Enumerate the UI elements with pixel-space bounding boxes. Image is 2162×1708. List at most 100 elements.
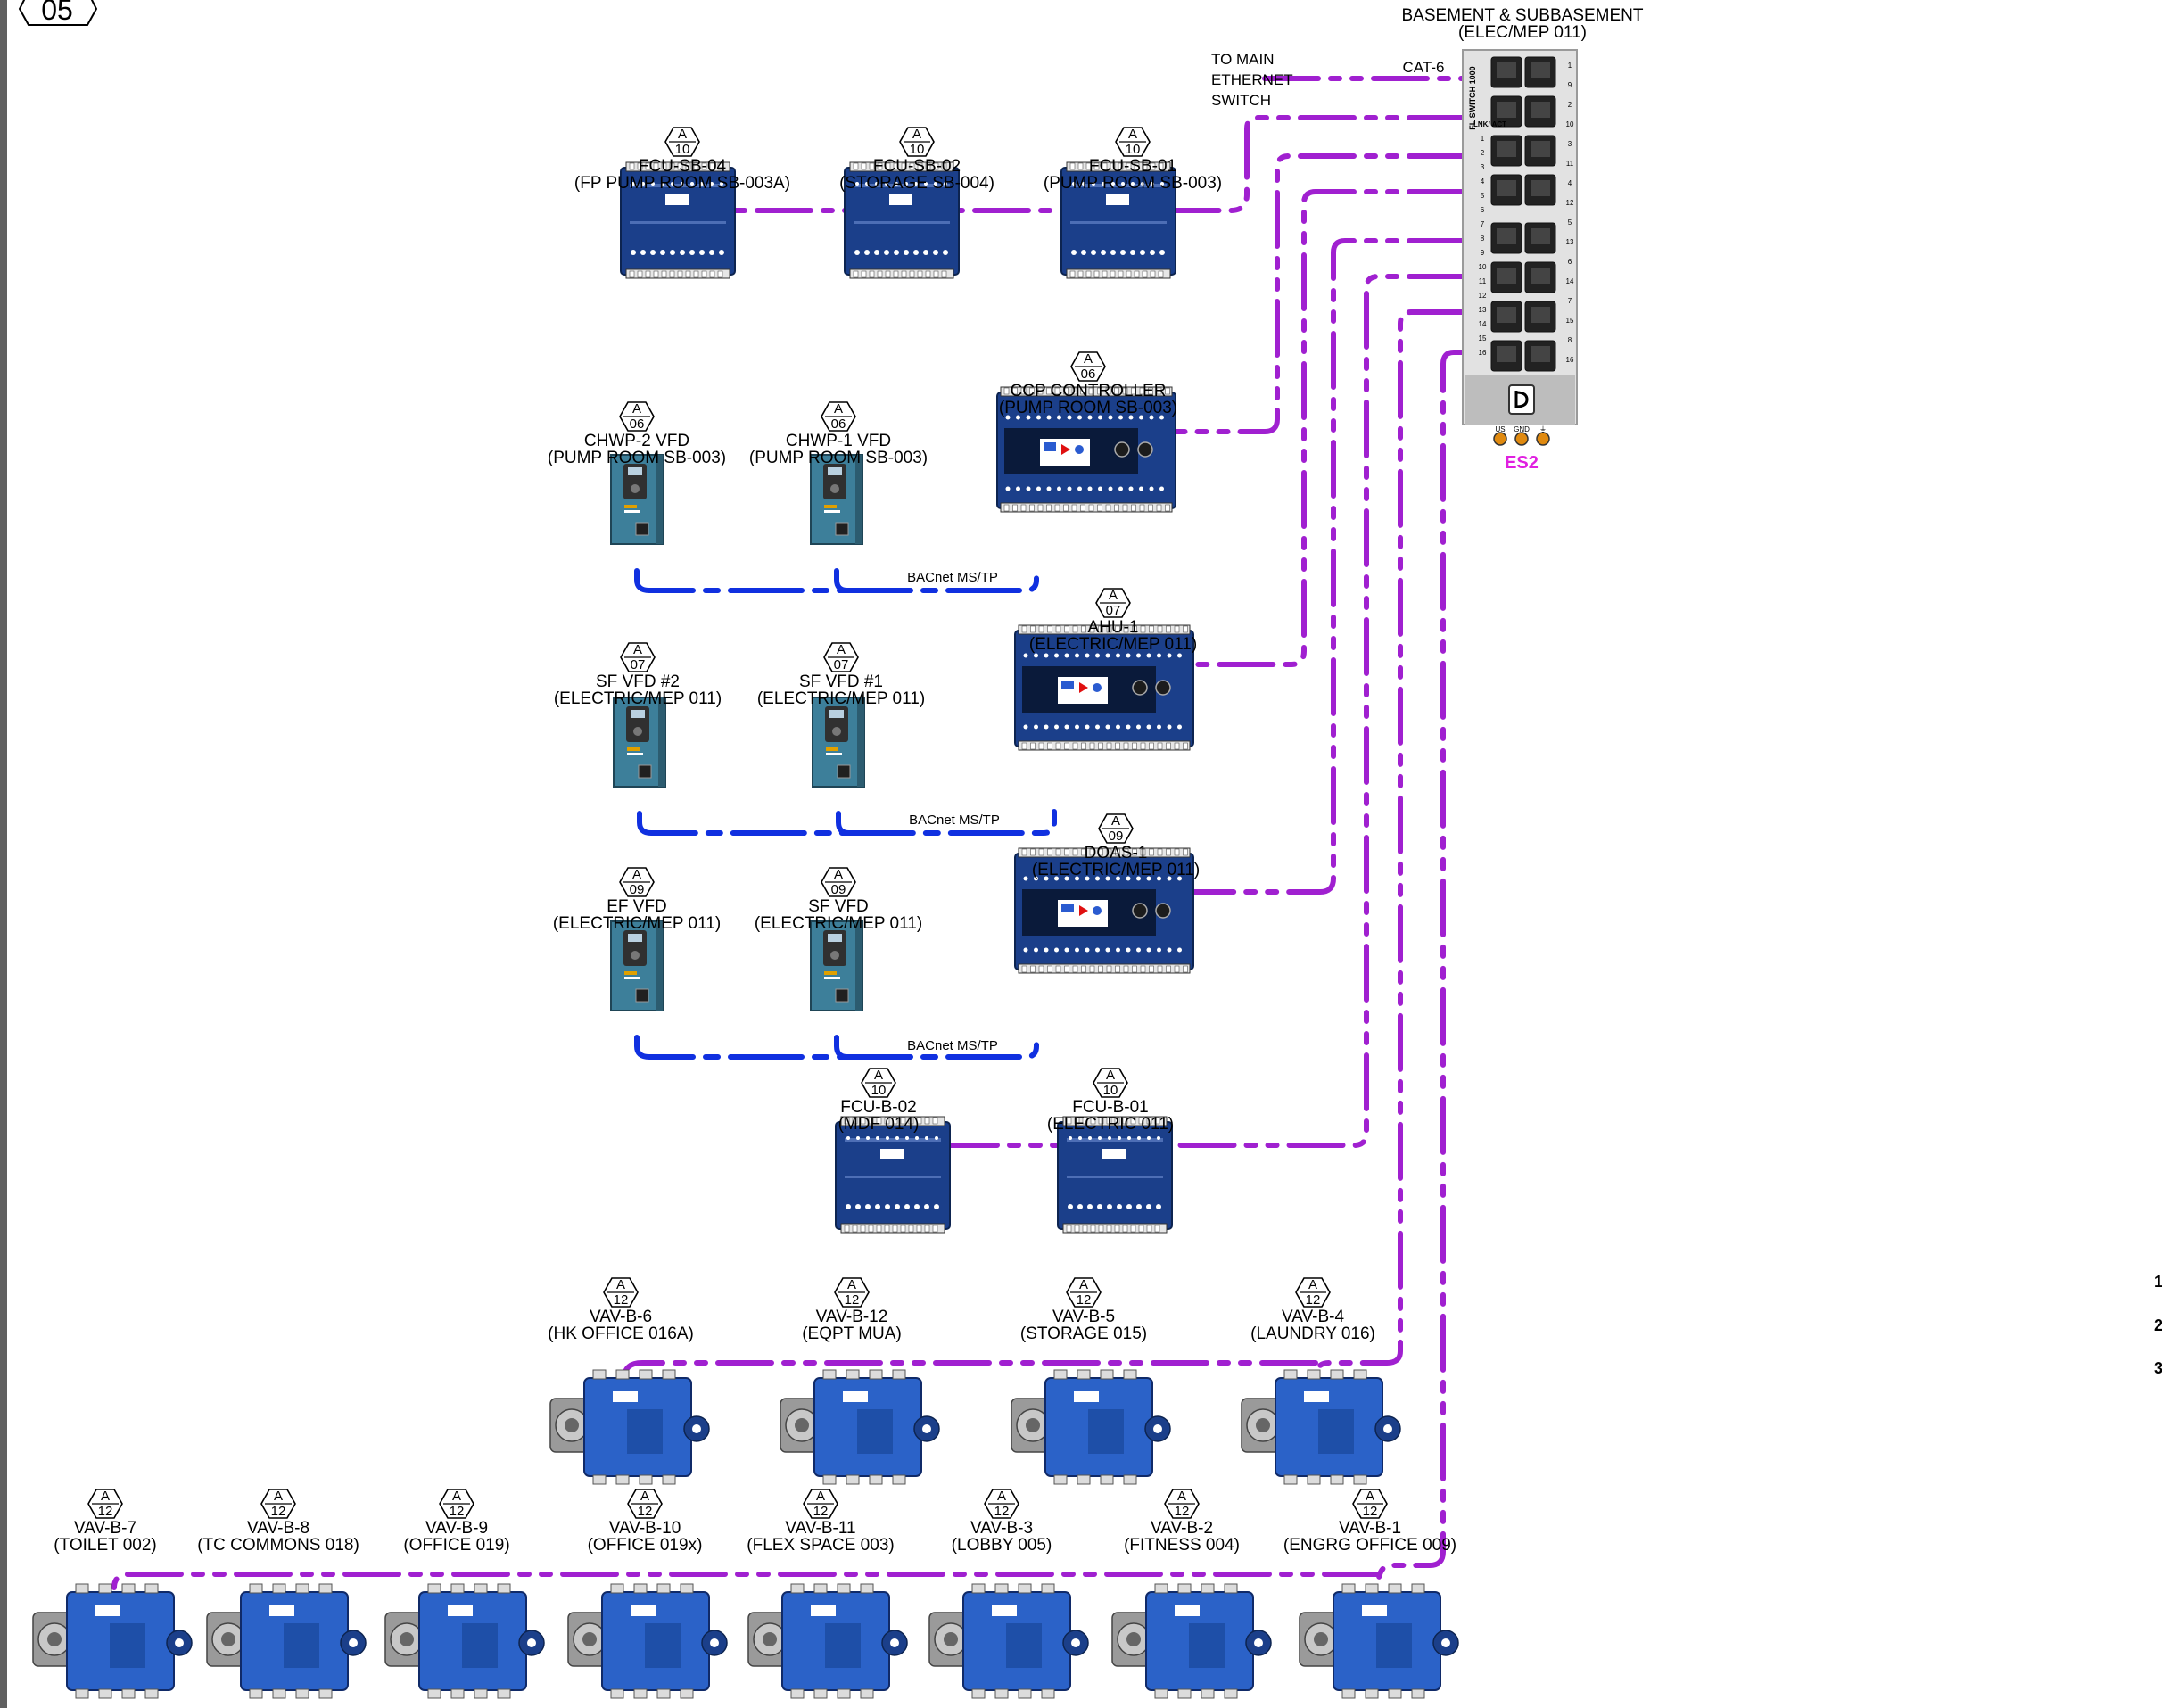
device-name: VAV-B-1 bbox=[1283, 1520, 1456, 1537]
device-location: (ELECTRIC/MEP 011) bbox=[1032, 862, 1200, 879]
vav-controller-vav-b-9 bbox=[385, 1584, 544, 1698]
port-number: 1 bbox=[1568, 62, 1572, 70]
port-number: 15 bbox=[1566, 317, 1574, 325]
vav-controller-vav-b-12 bbox=[780, 1370, 939, 1484]
device-label-sf-vfd-1: SF VFD #1(ELECTRIC/MEP 011) bbox=[757, 673, 925, 707]
device-name: AHU-1 bbox=[1029, 619, 1197, 636]
vfd-drive-sf-vfd-2 bbox=[614, 697, 665, 787]
vfd-drive-sf-vfd bbox=[811, 921, 862, 1011]
vav-controller-vav-b-11 bbox=[748, 1584, 907, 1698]
detail-tag: A10 bbox=[1093, 1067, 1128, 1099]
terminal-label: GND bbox=[1514, 425, 1530, 433]
detail-tag: A10 bbox=[861, 1067, 896, 1099]
device-name: VAV-B-9 bbox=[403, 1520, 509, 1537]
detail-tag-sheet: 12 bbox=[1295, 1293, 1331, 1307]
detail-tag: A10 bbox=[899, 126, 935, 158]
power-terminal bbox=[1537, 433, 1549, 445]
device-location: (ELECTRIC/MEP 011) bbox=[1029, 636, 1197, 653]
device-location: (PUMP ROOM SB-003) bbox=[749, 450, 928, 466]
detail-tag: A06 bbox=[1070, 351, 1106, 383]
device-name: FCU-SB-01 bbox=[1044, 158, 1222, 175]
device-location: (OFFICE 019) bbox=[403, 1537, 509, 1554]
device-label-fcu-b-01: FCU-B-01(ELECTRIC 011) bbox=[1047, 1099, 1174, 1133]
bus-label-3: BACnet MS/TP bbox=[907, 1037, 998, 1054]
device-location: (FLEX SPACE 003) bbox=[747, 1537, 894, 1554]
device-label-ahu-1: AHU-1(ELECTRIC/MEP 011) bbox=[1029, 619, 1197, 653]
detail-tag: A12 bbox=[260, 1488, 296, 1520]
device-label-vav-b-9: VAV-B-9(OFFICE 019) bbox=[403, 1520, 509, 1554]
device-location: (PUMP ROOM SB-003) bbox=[1044, 175, 1222, 192]
detail-tag-letter: A bbox=[1164, 1489, 1200, 1503]
detail-tag-letter: A bbox=[627, 1489, 663, 1503]
port-number: 12 bbox=[1566, 199, 1574, 207]
edge-number-3: 3 bbox=[2154, 1360, 2162, 1377]
device-location: (STORAGE 015) bbox=[1020, 1325, 1147, 1342]
ethernet-switch-es2: USGND⏚FL SWITCH 1000LNK/ ACT123456789101… bbox=[1463, 50, 1577, 445]
mstp-drop-sf-vfd bbox=[837, 1037, 847, 1057]
vav-controller-vav-b-8 bbox=[207, 1584, 366, 1698]
device-label-fcu-sb-01: FCU-SB-01(PUMP ROOM SB-003) bbox=[1044, 158, 1222, 192]
terminal-label: ⏚ bbox=[1539, 425, 1547, 433]
device-name: EF VFD bbox=[553, 898, 721, 915]
detail-tag: A12 bbox=[1352, 1488, 1388, 1520]
detail-tag: A06 bbox=[619, 400, 655, 433]
detail-tag-sheet: 12 bbox=[834, 1293, 870, 1307]
vav-controller-vav-b-2 bbox=[1112, 1584, 1271, 1698]
device-location: (PUMP ROOM SB-003) bbox=[999, 400, 1177, 417]
device-location: (ELECTRIC/MEP 011) bbox=[554, 690, 722, 707]
device-label-chwp-1: CHWP-1 VFD(PUMP ROOM SB-003) bbox=[749, 433, 928, 466]
device-name: CHWP-2 VFD bbox=[548, 433, 726, 450]
switch-title: BASEMENT & SUBBASEMENT (ELEC/MEP 011) bbox=[1402, 7, 1644, 41]
device-name: VAV-B-11 bbox=[747, 1520, 894, 1537]
vfd-drive-sf-vfd-1 bbox=[813, 697, 864, 787]
port-number: 16 bbox=[1566, 356, 1574, 364]
detail-tag-letter: A bbox=[664, 128, 700, 141]
port-led-number: 3 bbox=[1481, 163, 1485, 171]
switch-tag-es2: ES2 bbox=[1505, 455, 1539, 472]
device-name: CHWP-1 VFD bbox=[749, 433, 928, 450]
device-label-vav-b-8: VAV-B-8(TC COMMONS 018) bbox=[197, 1520, 359, 1554]
vfd-drive-chwp-2 bbox=[611, 455, 663, 544]
device-label-sf-vfd-2: SF VFD #2(ELECTRIC/MEP 011) bbox=[554, 673, 722, 707]
port-number: 2 bbox=[1568, 101, 1572, 109]
device-name: VAV-B-8 bbox=[197, 1520, 359, 1537]
detail-tag: A09 bbox=[821, 866, 856, 898]
detail-tag-letter: A bbox=[619, 868, 655, 881]
device-name: FCU-B-02 bbox=[838, 1099, 920, 1116]
device-location: (FITNESS 004) bbox=[1124, 1537, 1240, 1554]
detail-tag-letter: A bbox=[984, 1489, 1019, 1503]
vav-controller-vav-b-3 bbox=[929, 1584, 1088, 1698]
port-number: 13 bbox=[1566, 238, 1574, 246]
port-led-number: 14 bbox=[1479, 320, 1487, 328]
vfd-drive-chwp-1 bbox=[811, 455, 862, 544]
power-terminal bbox=[1494, 433, 1506, 445]
port-led-number: 8 bbox=[1481, 235, 1485, 243]
device-location: (LOBBY 005) bbox=[952, 1537, 1052, 1554]
device-location: (PUMP ROOM SB-003) bbox=[548, 450, 726, 466]
port-number: 10 bbox=[1566, 120, 1574, 128]
detail-tag-letter: A bbox=[1093, 1069, 1128, 1082]
device-name: VAV-B-2 bbox=[1124, 1520, 1240, 1537]
edge-number-1: 1 bbox=[2154, 1274, 2162, 1291]
detail-tag-sheet: 12 bbox=[87, 1505, 123, 1518]
device-location: (FP PUMP ROOM SB-003A) bbox=[574, 175, 790, 192]
device-label-vav-b-11: VAV-B-11(FLEX SPACE 003) bbox=[747, 1520, 894, 1554]
detail-tag-letter: A bbox=[803, 1489, 838, 1503]
device-label-fcu-sb-04: FCU-SB-04(FP PUMP ROOM SB-003A) bbox=[574, 158, 790, 192]
port-led-number: 2 bbox=[1481, 149, 1485, 157]
device-location: (HK OFFICE 016A) bbox=[548, 1325, 694, 1342]
detail-tag-sheet: 12 bbox=[803, 1505, 838, 1518]
port-led-number: 4 bbox=[1481, 177, 1485, 186]
port-led-number: 15 bbox=[1479, 334, 1487, 342]
vav-controller-vav-b-7 bbox=[33, 1584, 192, 1698]
switch-title-line2: (ELEC/MEP 011) bbox=[1402, 24, 1644, 41]
bus-label-2: BACnet MS/TP bbox=[909, 812, 1000, 829]
device-label-chwp-2: CHWP-2 VFD(PUMP ROOM SB-003) bbox=[548, 433, 726, 466]
device-location: (LAUNDRY 016) bbox=[1250, 1325, 1375, 1342]
detail-tag: A07 bbox=[823, 641, 859, 673]
